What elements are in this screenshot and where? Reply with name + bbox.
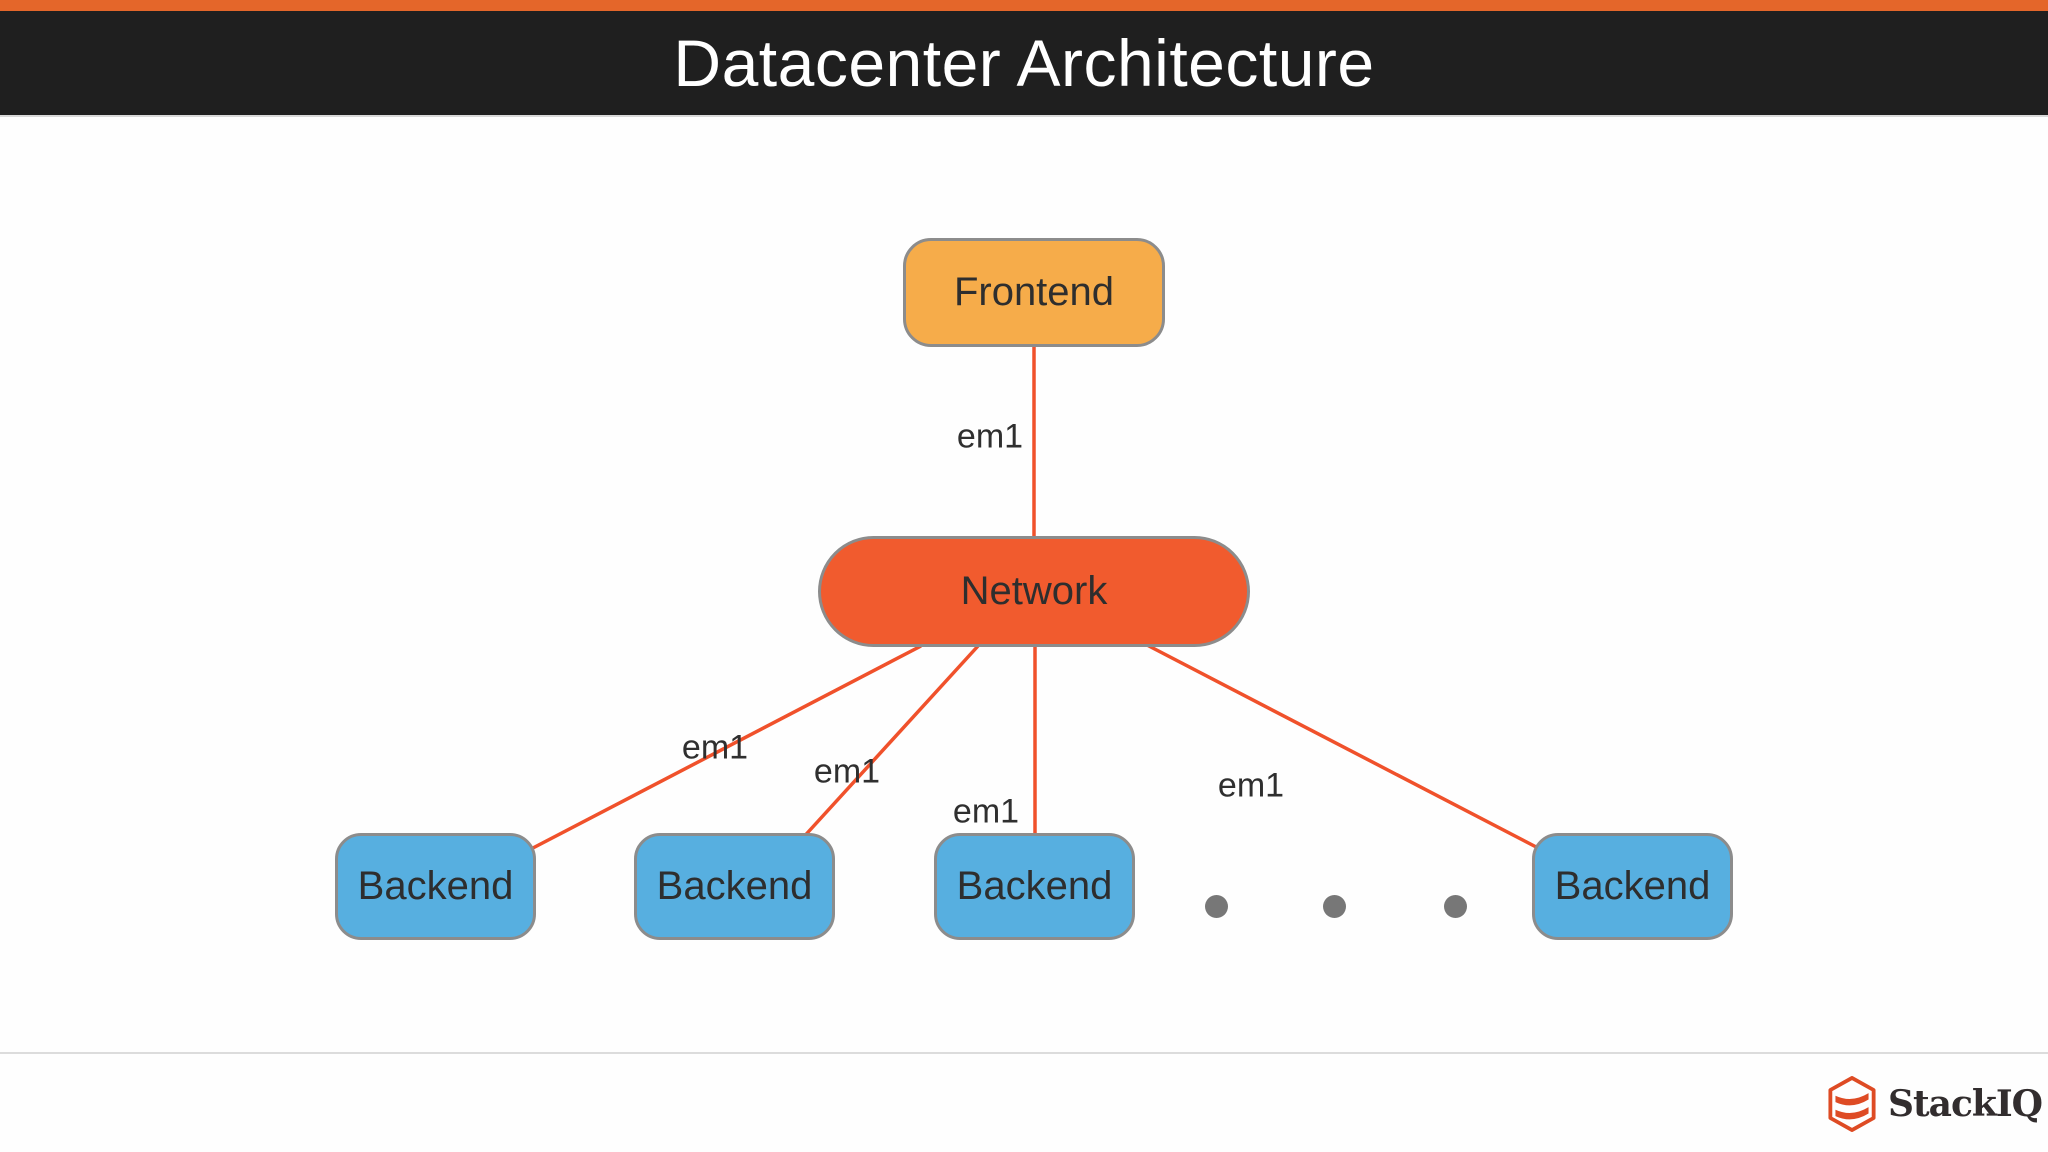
edge-label-em1: em1	[1217, 766, 1285, 805]
node-backend-2: Backend	[634, 833, 835, 940]
ellipsis-dot	[1444, 895, 1467, 918]
node-backend-label: Backend	[357, 864, 514, 908]
edge-label-em1: em1	[681, 728, 749, 767]
title-bar: Datacenter Architecture	[0, 11, 2048, 115]
node-backend-1: Backend	[335, 833, 536, 940]
node-backend-4: Backend	[1532, 833, 1733, 940]
edge-network-backend1	[530, 644, 922, 851]
ellipsis-dot	[1205, 895, 1228, 918]
footer-divider	[0, 1052, 2048, 1054]
node-backend-label: Backend	[956, 864, 1113, 908]
edge-network-backend2	[798, 644, 980, 843]
stackiq-wordmark: StackIQ	[1888, 1083, 2043, 1125]
edge-network-backend4	[1146, 643, 1541, 851]
node-network: Network	[818, 536, 1250, 647]
edge-label-em1: em1	[813, 752, 881, 791]
node-backend-label: Backend	[1554, 864, 1711, 908]
page-title: Datacenter Architecture	[673, 26, 1375, 100]
node-backend-label: Backend	[656, 864, 813, 908]
node-backend-3: Backend	[934, 833, 1135, 940]
node-frontend-label: Frontend	[953, 270, 1115, 314]
stackiq-logo: StackIQ	[1826, 1076, 2043, 1132]
node-frontend: Frontend	[903, 238, 1165, 347]
top-accent-bar	[0, 0, 2048, 11]
edge-label-em1: em1	[952, 792, 1020, 831]
stackiq-hexagon-icon	[1828, 1076, 1876, 1132]
ellipsis-dot	[1323, 895, 1346, 918]
edge-label-em1: em1	[956, 417, 1024, 456]
node-network-label: Network	[960, 569, 1108, 613]
